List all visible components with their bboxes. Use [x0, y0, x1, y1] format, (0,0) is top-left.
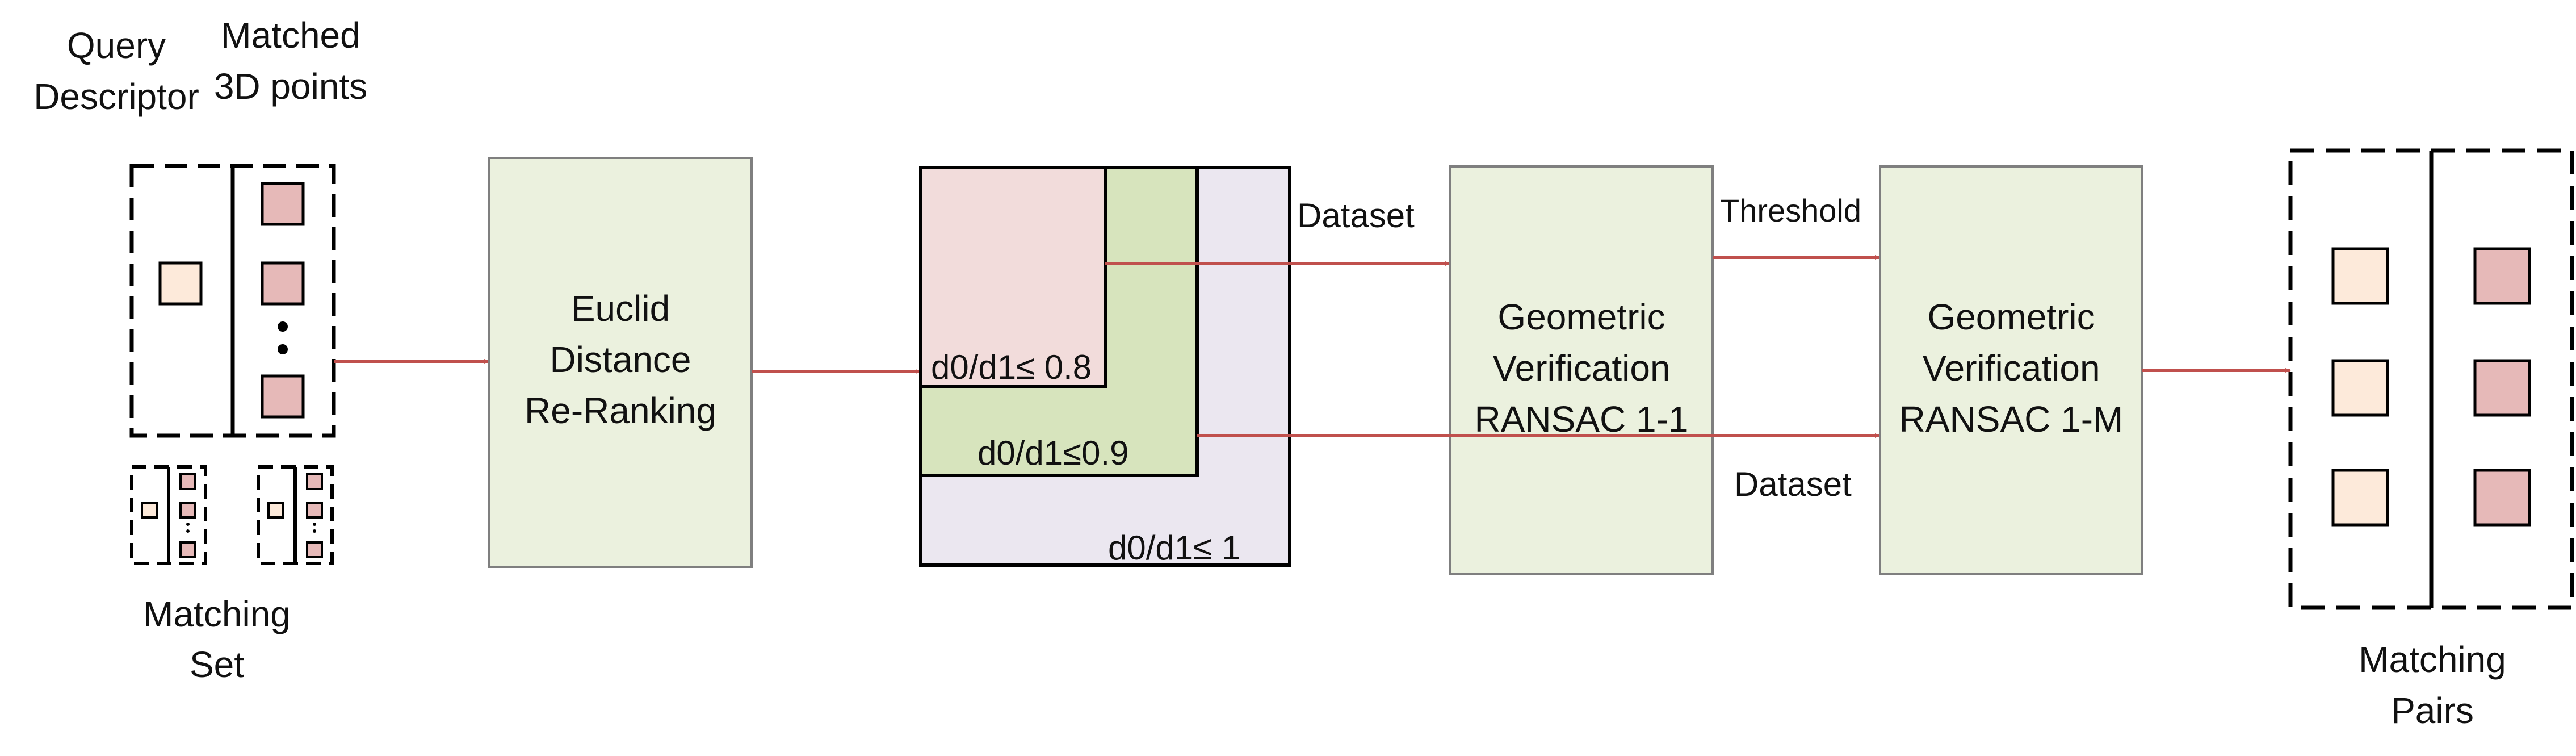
ratio-09-label: d0/d1≤0.9 [977, 434, 1128, 472]
matching-pairs-label-line1: Matching [2359, 639, 2506, 680]
query-descriptor-square [158, 261, 203, 306]
ellipsis-dot [278, 344, 288, 354]
euclid-label-line3: Re-Ranking [525, 390, 716, 431]
ratio-08-region [919, 166, 1107, 388]
gvm-label-line3: RANSAC 1-M [1899, 399, 2124, 440]
dataset-label-top: Dataset [1297, 197, 1415, 235]
ratio-1-label: d0/d1≤ 1 [1108, 529, 1240, 567]
matched-points-label-line2: 3D points [214, 66, 367, 107]
query-descriptor-square [2331, 359, 2389, 417]
gv-ransac-1-1-box [1449, 165, 1714, 575]
query-descriptor-label-line2: Descriptor [33, 76, 199, 117]
gv1-label-line2: Verification [1492, 348, 1670, 389]
matching-set-icon [257, 465, 334, 565]
matching-pairs-container [2288, 148, 2574, 610]
euclid-reranking-box [488, 157, 753, 568]
matched-point-square [2473, 359, 2531, 417]
gvm-label-line2: Verification [1922, 348, 2100, 389]
gv-ransac-1-m-box [1879, 165, 2143, 575]
matched-point-square [2473, 469, 2531, 527]
ellipsis-dot [278, 321, 288, 332]
query-descriptor-square [2331, 247, 2389, 305]
euclid-label-line1: Euclid [571, 288, 670, 329]
euclid-label-line2: Distance [550, 339, 691, 380]
matched-point-square [261, 374, 305, 419]
gv1-label-line1: Geometric [1497, 296, 1665, 337]
dataset-label-bottom: Dataset [1734, 465, 1852, 503]
matched-points-label-line1: Matched [221, 15, 360, 56]
matching-set-label-line1: Matching [143, 594, 291, 634]
ratio-test-block: d0/d1≤ 0.8 d0/d1≤0.9 d0/d1≤ 1 [919, 166, 1291, 567]
descriptor-container [129, 164, 336, 438]
matched-point-square [2473, 247, 2531, 305]
matching-set-icon [130, 465, 207, 565]
matched-point-square [261, 182, 305, 226]
gvm-label-line1: Geometric [1927, 296, 2095, 337]
threshold-label: Threshold [1720, 193, 1861, 228]
matching-pairs-label-line2: Pairs [2391, 690, 2474, 731]
ratio-08-label: d0/d1≤ 0.8 [931, 348, 1092, 386]
matching-set-label-line2: Set [190, 644, 244, 685]
matched-point-square [261, 261, 305, 306]
gv1-label-line3: RANSAC 1-1 [1475, 399, 1689, 440]
query-descriptor-square [2331, 469, 2389, 527]
query-descriptor-label-line1: Query [67, 25, 166, 66]
